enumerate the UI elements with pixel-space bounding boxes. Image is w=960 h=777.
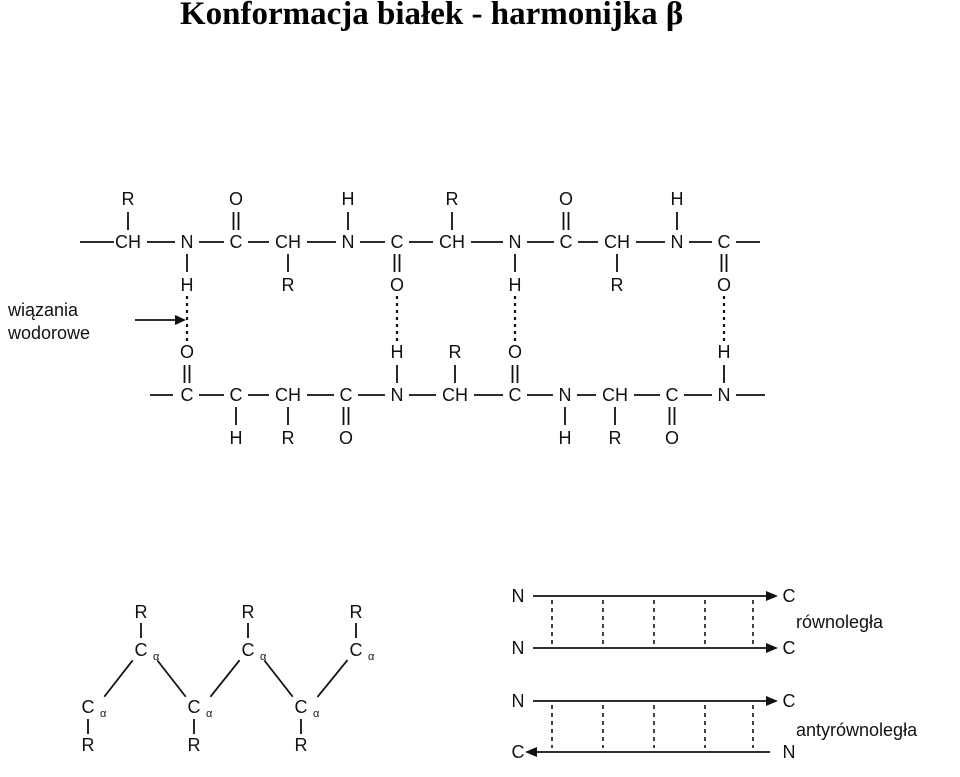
alpha-subscript: α <box>260 651 267 663</box>
strand-arrowhead <box>525 747 537 757</box>
hydrogen-atom: H <box>509 275 522 295</box>
oxygen-atom: O <box>508 342 522 362</box>
ch-group: CH <box>604 232 630 252</box>
hydrogen-atom: H <box>342 189 355 209</box>
oxygen-atom: O <box>559 189 573 209</box>
hbond-label-line1: wiązania <box>7 300 79 320</box>
carbonyl-carbon: C <box>560 232 573 252</box>
hydrogen-atom: H <box>181 275 194 295</box>
side-chain-r: R <box>282 275 295 295</box>
side-chain-r: R <box>188 735 201 755</box>
oxygen-atom: O <box>665 428 679 448</box>
hydrogen-atom: H <box>671 189 684 209</box>
zigzag-bond <box>209 659 241 698</box>
strand-start-terminus: N <box>512 638 525 658</box>
carbonyl-carbon: C <box>666 385 679 405</box>
nitrogen-atom: N <box>671 232 684 252</box>
side-chain-r: R <box>242 602 255 622</box>
side-chain-r: R <box>609 428 622 448</box>
oxygen-atom: O <box>339 428 353 448</box>
alpha-carbon-symbol: C <box>242 640 255 660</box>
nitrogen-atom: N <box>718 385 731 405</box>
oxygen-atom: O <box>180 342 194 362</box>
strand-end-terminus: C <box>783 586 796 606</box>
side-chain-r: R <box>135 602 148 622</box>
ch-group: CH <box>115 232 141 252</box>
parallel-label: równoległa <box>796 612 884 632</box>
alpha-subscript: α <box>368 651 375 663</box>
side-chain-r: R <box>82 735 95 755</box>
carbonyl-carbon: C <box>230 232 243 252</box>
hbond-arrow-head <box>175 315 186 325</box>
zigzag-bond <box>103 659 134 698</box>
nitrogen-atom: N <box>559 385 572 405</box>
alpha-carbon-symbol: C <box>350 640 363 660</box>
zigzag-bond <box>316 659 349 698</box>
hbond-label-line2: wodorowe <box>7 323 90 343</box>
ch-group: CH <box>602 385 628 405</box>
nitrogen-atom: N <box>509 232 522 252</box>
ch-group: CH <box>442 385 468 405</box>
ch-group: CH <box>439 232 465 252</box>
carbonyl-carbon: C <box>509 385 522 405</box>
alpha-subscript: α <box>206 708 213 720</box>
carbonyl-carbon: C <box>230 385 243 405</box>
upper-polypeptide-chain: CH R N H C O CH R N H C O CH R N H C O CH R N H C O <box>80 189 760 295</box>
hydrogen-atom: H <box>230 428 243 448</box>
carbonyl-carbon: C <box>391 232 404 252</box>
strand-start-terminus: C <box>512 742 525 762</box>
strand-arrowhead <box>766 591 778 601</box>
side-chain-r: R <box>446 189 459 209</box>
nitrogen-atom: N <box>181 232 194 252</box>
ch-group: CH <box>275 385 301 405</box>
side-chain-r: R <box>350 602 363 622</box>
side-chain-r: R <box>282 428 295 448</box>
strand-start-terminus: N <box>512 691 525 711</box>
alpha-carbon-symbol: C <box>188 697 201 717</box>
oxygen-atom: O <box>717 275 731 295</box>
strand-arrowhead <box>766 643 778 653</box>
nitrogen-atom: N <box>391 385 404 405</box>
strand-end-terminus: C <box>783 691 796 711</box>
side-chain-r: R <box>611 275 624 295</box>
carbonyl-carbon: C <box>718 232 731 252</box>
alpha-carbon-symbol: C <box>82 697 95 717</box>
page-title: Konformacja białek - harmonijka β <box>180 0 684 32</box>
oxygen-atom: O <box>390 275 404 295</box>
hydrogen-atom: H <box>718 342 731 362</box>
zigzag-bond <box>263 659 294 698</box>
side-chain-r: R <box>122 189 135 209</box>
alpha-subscript: α <box>153 651 160 663</box>
strand-start-terminus: N <box>512 586 525 606</box>
alpha-subscript: α <box>313 708 320 720</box>
hydrogen-bonds <box>185 296 726 342</box>
hydrogen-atom: H <box>559 428 572 448</box>
alpha-carbon-symbol: C <box>295 697 308 717</box>
sheet-orientation-schematic: N C N C N C C N <box>512 586 796 762</box>
strand-arrowhead <box>766 696 778 706</box>
zigzag-bond <box>156 659 187 698</box>
carbonyl-carbon: C <box>340 385 353 405</box>
strand-end-terminus: C <box>783 638 796 658</box>
alpha-subscript: α <box>100 708 107 720</box>
ch-group: CH <box>275 232 301 252</box>
hydrogen-atom: H <box>391 342 404 362</box>
nitrogen-atom: N <box>342 232 355 252</box>
antiparallel-label: antyrównoległa <box>796 720 918 740</box>
strand-end-terminus: N <box>783 742 796 762</box>
side-chain-r: R <box>449 342 462 362</box>
side-chain-r: R <box>295 735 308 755</box>
carbonyl-carbon: C <box>181 385 194 405</box>
oxygen-atom: O <box>229 189 243 209</box>
alpha-carbon-symbol: C <box>135 640 148 660</box>
